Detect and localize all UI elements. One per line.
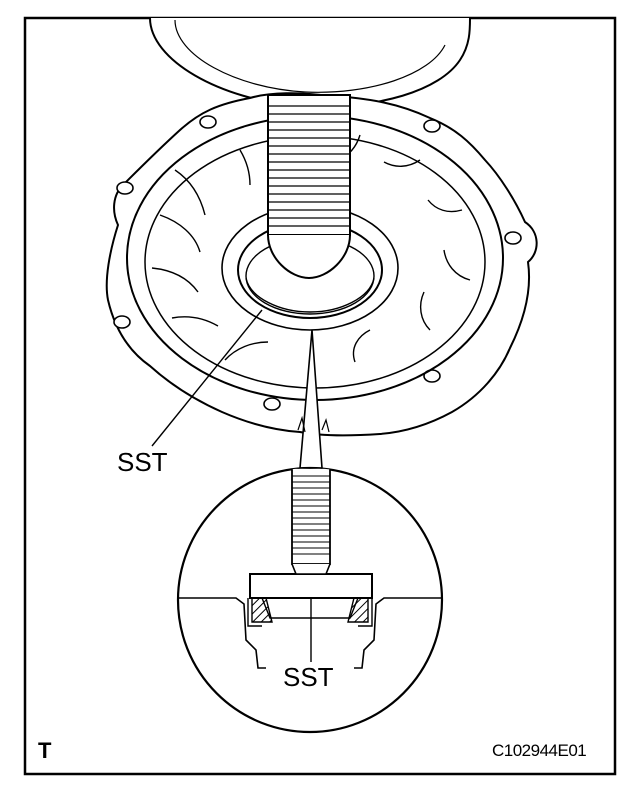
bolt-hole bbox=[263, 397, 281, 411]
sst-leader-line bbox=[151, 309, 263, 447]
sst-plate-edge bbox=[245, 277, 375, 313]
bolt-holes bbox=[113, 115, 522, 411]
bolt-hole bbox=[116, 181, 134, 195]
detail-shaft bbox=[291, 468, 331, 575]
figure-code: C102944E01 bbox=[492, 741, 587, 760]
bolt-hole bbox=[199, 115, 217, 129]
sst-detail-plate bbox=[249, 573, 373, 599]
sst-label-upper: SST bbox=[117, 447, 168, 477]
press-shaft bbox=[267, 94, 351, 280]
detail-view bbox=[178, 468, 442, 669]
sst-label-detail: SST bbox=[283, 662, 334, 692]
press-body-edge bbox=[174, 19, 446, 93]
bolt-hole bbox=[504, 231, 522, 245]
stator-vanes bbox=[151, 134, 471, 363]
corner-mark: T bbox=[38, 738, 52, 763]
bolt-hole bbox=[423, 119, 441, 133]
bolt-hole bbox=[113, 315, 131, 329]
wedge-break-marks bbox=[297, 415, 330, 433]
